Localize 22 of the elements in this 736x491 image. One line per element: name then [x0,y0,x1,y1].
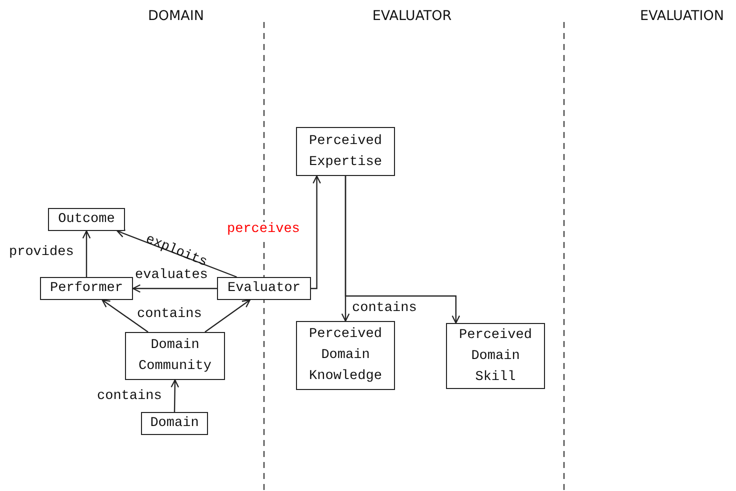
arrow [116,230,237,278]
arrow [311,175,321,290]
edge-label: provides [8,245,75,261]
edge-label: perceives [226,222,301,238]
concept-box: Outcome [48,208,125,231]
arrow [132,284,217,293]
concept-box: Perceived Domain Skill [446,323,545,389]
concept-box: Perceived Expertise [296,127,395,176]
concept-box: Domain Community [125,332,225,380]
concept-box: Perceived Domain Knowledge [296,321,395,390]
edge-label: contains [136,307,203,323]
arrow [82,230,91,277]
column-heading: DOMAIN [148,8,204,24]
column-heading: EVALUATOR [372,8,452,24]
arrow [102,299,148,332]
arrow [170,379,180,412]
column-heading: EVALUATION [640,8,724,24]
arrow [344,176,460,324]
arrow [204,299,250,332]
concept-box: Domain [141,412,208,435]
concept-box: Evaluator [217,277,311,300]
concept-box: Performer [40,277,133,300]
